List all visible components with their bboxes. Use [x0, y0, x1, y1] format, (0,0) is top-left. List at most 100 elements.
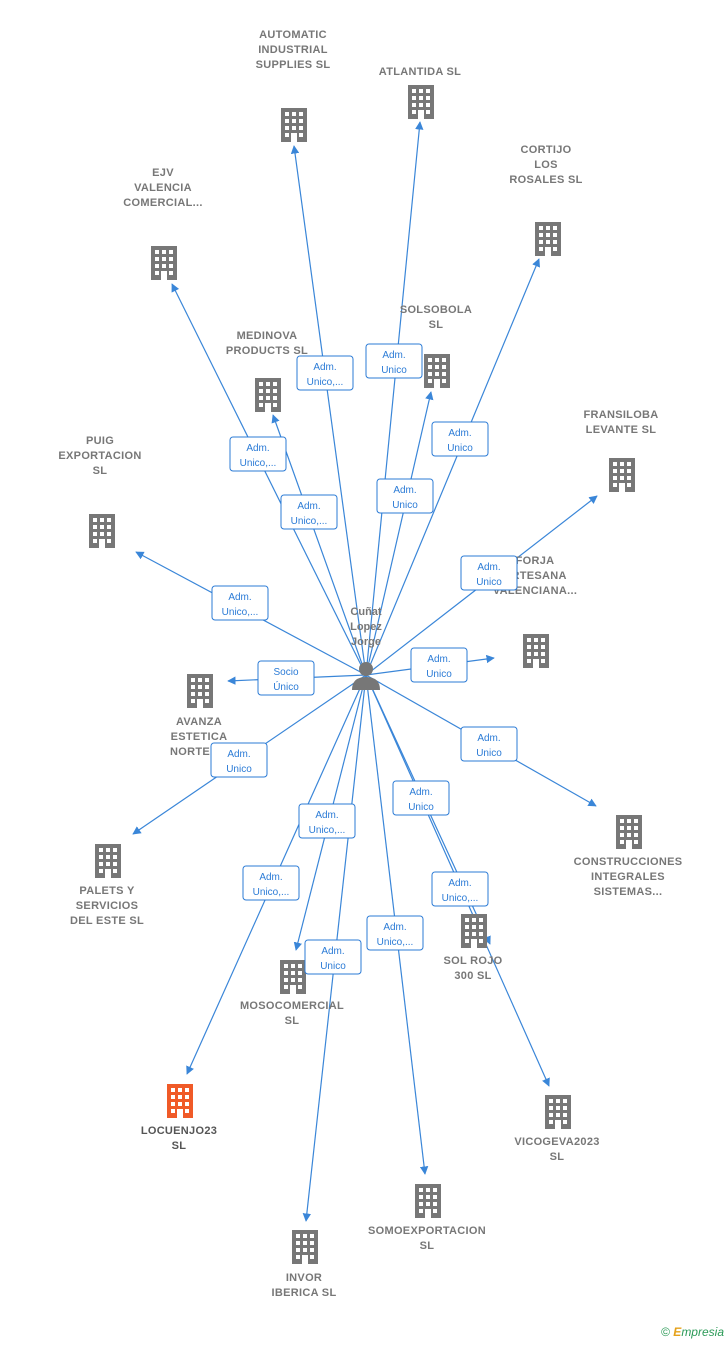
edge-label-text: Unico,... [377, 937, 414, 948]
company-name-line: CORTIJO [521, 144, 572, 156]
edge-label-text: Adm. [383, 922, 406, 933]
edge-label-construcciones[interactable]: Adm.Unico [460, 726, 518, 762]
company-name-line: EXPORTACION [58, 450, 141, 462]
edge-label-box [257, 660, 315, 696]
edge-label-text: Adm. [382, 350, 405, 361]
edge-label-box [460, 726, 518, 762]
edge-ejv [171, 283, 367, 676]
company-node-atlantida[interactable]: ATLANTIDA SL [379, 66, 461, 119]
edge-label-text: Adm. [321, 946, 344, 957]
company-node-ejv[interactable]: EJVVALENCIACOMERCIAL... [123, 167, 202, 280]
edge-label-box [304, 939, 362, 975]
edge-label-text: Adm. [477, 562, 500, 573]
edge-label-box [296, 355, 354, 391]
edge-label-fransiloba[interactable]: Adm. Unico [460, 555, 518, 591]
company-name-line: SL [172, 1140, 187, 1152]
person-name-line: Jorge [351, 636, 381, 648]
edge-label-text: Adm. [227, 749, 250, 760]
edge-label-ejv[interactable]: Adm.Unico,... [229, 436, 287, 472]
edge-label-text: Adm. [448, 878, 471, 889]
building-icon [281, 108, 307, 142]
edge-atlantida [365, 121, 424, 676]
person-name-line: Cuñat [350, 606, 382, 618]
edge-label-automatic[interactable]: Adm.Unico,... [296, 355, 354, 391]
company-name-line: SOMOEXPORTACION [368, 1225, 486, 1237]
edge-label-mosocomercial[interactable]: Adm. Unico,... [298, 803, 356, 839]
edge-label-box [410, 647, 468, 683]
company-name-line: SL [93, 465, 108, 477]
company-name-line: ESTETICA [171, 731, 228, 743]
edge-label-text: Unico,... [309, 825, 346, 836]
company-node-automatic[interactable]: AUTOMATIC INDUSTRIAL SUPPLIES SL [256, 29, 331, 142]
company-node-construcciones[interactable]: CONSTRUCCIONESINTEGRALESSISTEMAS... [574, 815, 683, 898]
building-icon [461, 914, 487, 948]
edge-label-box [460, 555, 518, 591]
building-icon [187, 674, 213, 708]
edge-label-text: Adm. [448, 428, 471, 439]
company-node-cortijo[interactable]: CORTIJO LOS ROSALES SL [509, 144, 582, 256]
edge-label-text: Unico [476, 748, 502, 759]
company-name-line: INVOR [286, 1272, 322, 1284]
edge-label-somoexportacion[interactable]: Adm. Unico,... [366, 915, 424, 951]
company-name-line: ARTESANA [503, 570, 567, 582]
edge-label-text: Unico,... [240, 458, 277, 469]
company-name-line: ROSALES SL [509, 174, 582, 186]
company-name-line: LOCUENJO23 [141, 1125, 217, 1137]
edge-labels-layer: Adm.Unico,...Adm.UnicoAdm.UnicoAdm.Unico… [210, 343, 518, 975]
company-name-line: LOS [534, 159, 558, 171]
building-icon [89, 514, 115, 548]
edge-label-box [366, 915, 424, 951]
edge-label-text: Unico,... [291, 516, 328, 527]
company-name-line: INTEGRALES [591, 871, 665, 883]
edge-label-text: Adm. [409, 787, 432, 798]
edge-label-solrojo[interactable]: Adm.Unico [392, 780, 450, 816]
company-name-line: PRODUCTS SL [226, 345, 308, 357]
edge-label-box [298, 803, 356, 839]
company-name-line: MOSOCOMERCIAL [240, 1000, 344, 1012]
edge-solsobola [365, 391, 434, 676]
footer-brand: © Empresia [661, 1325, 724, 1339]
company-name-line: SISTEMAS... [594, 886, 663, 898]
brand-logo-letter: E [673, 1325, 682, 1339]
edge-label-text: Adm. [315, 810, 338, 821]
edge-label-text: Unico [426, 669, 452, 680]
edge-label-box [280, 494, 338, 530]
edge-label-puig[interactable]: Adm.Unico,... [211, 585, 269, 621]
edge-label-text: Unico [476, 577, 502, 588]
edge-label-vicogeva[interactable]: Adm.Unico,... [431, 871, 489, 907]
person-name-line: Lopez [350, 621, 382, 633]
nodes-layer: AUTOMATIC INDUSTRIAL SUPPLIES SL ATLANTIDA … [58, 29, 682, 1299]
company-name-line: AUTOMATIC [259, 29, 327, 41]
company-name-line: VALENCIA [134, 182, 192, 194]
edge-label-atlantida[interactable]: Adm.Unico [365, 343, 423, 379]
edge-label-forja[interactable]: Adm.Unico [410, 647, 468, 683]
building-icon [292, 1230, 318, 1264]
edge-label-invor[interactable]: Adm.Unico [304, 939, 362, 975]
edge-label-solsobola[interactable]: Adm.Unico [376, 478, 434, 514]
edge-label-medinova[interactable]: Adm. Unico,... [280, 494, 338, 530]
edge-label-cortijo[interactable]: Adm.Unico [431, 421, 489, 457]
edge-label-palets[interactable]: Adm.Unico [210, 742, 268, 778]
edge-label-box [229, 436, 287, 472]
company-name-line: SL [550, 1151, 565, 1163]
edge-label-locuenjo[interactable]: Adm.Unico,... [242, 865, 300, 901]
edge-label-text: Unico,... [253, 887, 290, 898]
edge-label-text: Adm. [297, 501, 320, 512]
building-icon [545, 1095, 571, 1129]
company-name-line: INDUSTRIAL [258, 44, 328, 56]
company-name-line: SUPPLIES SL [256, 59, 331, 71]
